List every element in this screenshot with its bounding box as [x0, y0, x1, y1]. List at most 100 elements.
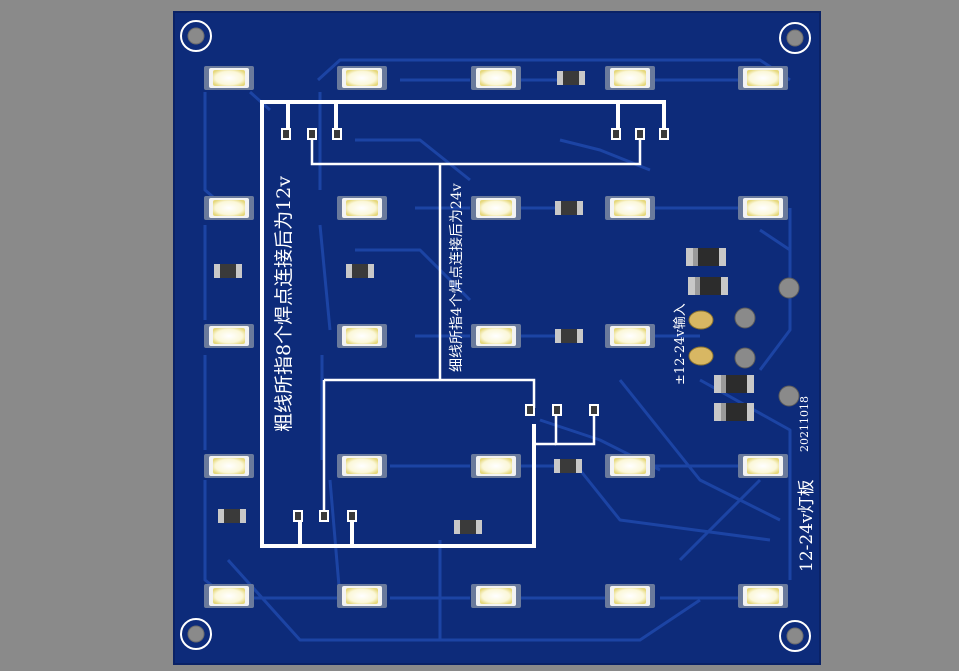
solder-pad [281, 128, 291, 140]
led-lens [346, 458, 378, 474]
board-title: 12-24v灯板 [797, 479, 817, 572]
led-lens [346, 200, 378, 216]
led-array [204, 66, 788, 608]
led-lens [346, 328, 378, 344]
diode-band [721, 403, 726, 421]
led [204, 196, 254, 220]
mounting-hole-ring [779, 22, 811, 54]
led [605, 324, 655, 348]
smd-diode [714, 403, 754, 421]
led-lens [480, 458, 512, 474]
led-lens [480, 70, 512, 86]
led [738, 66, 788, 90]
pad-center [295, 512, 301, 520]
thin-jumper-lines [310, 132, 642, 514]
led-lens [614, 458, 646, 474]
smd-diode [686, 248, 726, 266]
input-gold-pad [688, 310, 714, 330]
smd-resistor [555, 329, 583, 343]
led [471, 196, 521, 220]
resistor-body [352, 264, 368, 278]
mounting-hole [187, 27, 205, 45]
power-input-area [686, 248, 800, 421]
led-lens [213, 328, 245, 344]
led-lens [747, 458, 779, 474]
through-hole [778, 277, 800, 299]
mounting-hole [187, 625, 205, 643]
diode-body [695, 277, 721, 295]
copper-trace [355, 248, 472, 302]
mounting-hole-ring [180, 618, 212, 650]
solder-pad-groups [281, 128, 669, 522]
led-lens [747, 200, 779, 216]
copper-trace [355, 138, 471, 182]
smd-resistor [554, 459, 582, 473]
pad-center [591, 406, 597, 414]
led [605, 454, 655, 478]
copper-trace [318, 224, 332, 331]
resistor-body [563, 71, 579, 85]
diode-body [721, 375, 747, 393]
date-code: 20211018 [798, 396, 811, 452]
solder-pad [525, 404, 535, 416]
led [337, 196, 387, 220]
diode-band [721, 375, 726, 393]
resistor-body [561, 201, 577, 215]
resistor-body [561, 329, 577, 343]
smd-resistor [218, 509, 246, 523]
led-lens [213, 588, 245, 604]
led [337, 454, 387, 478]
diode-band [693, 248, 698, 266]
smd-diode [688, 277, 728, 295]
smd-resistor [346, 264, 374, 278]
resistor-array [214, 71, 585, 534]
led [204, 324, 254, 348]
pad-center [309, 130, 315, 138]
led-lens [747, 588, 779, 604]
through-hole [734, 347, 756, 369]
diode-body [693, 248, 719, 266]
pad-center [661, 130, 667, 138]
led [605, 196, 655, 220]
led-lens [346, 588, 378, 604]
led [605, 66, 655, 90]
led [337, 584, 387, 608]
led-lens [213, 200, 245, 216]
led [738, 196, 788, 220]
led [738, 584, 788, 608]
copper-trace [618, 379, 781, 522]
diode-body [721, 403, 747, 421]
resistor-body [460, 520, 476, 534]
led-lens [747, 70, 779, 86]
smd-resistor [214, 264, 242, 278]
mounting-hole [786, 29, 804, 47]
smd-resistor [555, 201, 583, 215]
copper-trace [678, 478, 762, 562]
led [471, 324, 521, 348]
input-label: ±12-24v输入 [672, 303, 688, 385]
through-hole [734, 307, 756, 329]
resistor-body [560, 459, 576, 473]
thick-jumper-line [260, 100, 536, 548]
led [605, 584, 655, 608]
pad-center [321, 512, 327, 520]
led-lens [614, 588, 646, 604]
resistor-body [220, 264, 236, 278]
led-lens [213, 458, 245, 474]
jumper-lines [260, 100, 666, 548]
led [337, 66, 387, 90]
led-lens [346, 70, 378, 86]
diode-band [695, 277, 700, 295]
solder-pad [332, 128, 342, 140]
led-lens [614, 70, 646, 86]
pad-center [613, 130, 619, 138]
led-lens [480, 328, 512, 344]
copper-trace [699, 378, 792, 580]
smd-resistor [454, 520, 482, 534]
thin-line-note: 细线所指4个焊点连接后为24v [448, 183, 465, 372]
pad-center [349, 512, 355, 520]
mounting-hole [786, 627, 804, 645]
solder-pad [347, 510, 357, 522]
